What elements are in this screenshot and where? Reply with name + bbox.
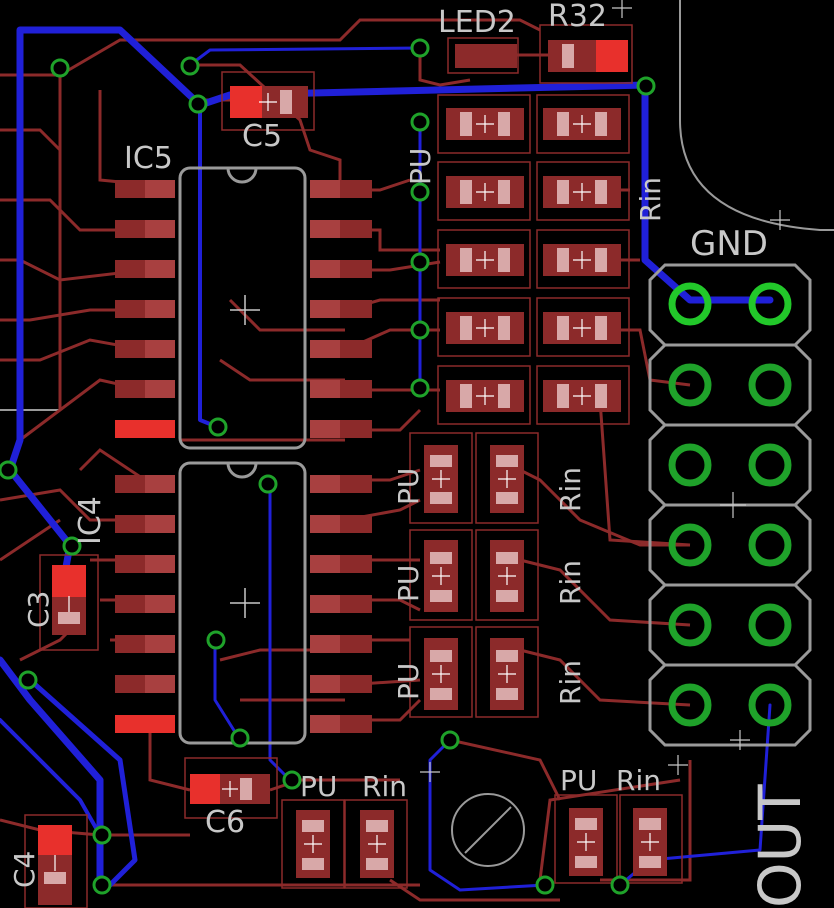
- label-c5: C5: [242, 119, 282, 154]
- capacitor-c3: [39, 554, 99, 651]
- capacitor-c6: [184, 757, 278, 819]
- label-pu-row3: PU: [392, 663, 425, 700]
- label-pu-row1: PU: [392, 468, 425, 505]
- label-pu-bottom-1: PU: [300, 770, 337, 803]
- label-pu-row2: PU: [392, 565, 425, 602]
- board-outline: [0, 0, 834, 411]
- label-rin-top: Rin: [634, 177, 667, 222]
- vias: [0, 38, 656, 895]
- label-rin-row3: Rin: [554, 660, 587, 705]
- label-rin-bottom-1: Rin: [362, 770, 407, 803]
- ic5-left-pins: [115, 180, 175, 438]
- label-c6: C6: [205, 805, 245, 840]
- label-c4: C4: [8, 851, 41, 888]
- label-pu-bottom-2: PU: [560, 764, 597, 797]
- ic4-package: [115, 461, 372, 745]
- capacitor-c5: [221, 71, 315, 131]
- label-pu-top: PU: [404, 148, 437, 185]
- capacitor-c4: [24, 814, 88, 908]
- label-rin-row2: Rin: [554, 560, 587, 605]
- header-pads: [668, 282, 792, 727]
- silkscreen-labels: IC5 C5 LED2 R32 GND C6 PU Rin PU Rin PU …: [8, 0, 814, 908]
- label-ic4: IC4: [73, 496, 108, 545]
- ic5-package: [115, 166, 372, 450]
- label-c3: C3: [22, 591, 55, 628]
- label-rin-bottom-2: Rin: [616, 764, 661, 797]
- resistor-array-vertical: [281, 432, 683, 889]
- label-led2: LED2: [438, 5, 516, 40]
- label-out: OUT: [746, 784, 814, 908]
- label-rin-row1: Rin: [554, 467, 587, 512]
- ic4-right-pins: [310, 475, 372, 733]
- resistor-array-horizontal: [437, 24, 633, 425]
- label-gnd: GND: [690, 224, 768, 264]
- label-r32: R32: [548, 0, 607, 34]
- label-ic5: IC5: [124, 141, 173, 176]
- ic4-left-pins: [115, 475, 175, 733]
- pin-header: [648, 263, 812, 747]
- test-point-circle: [451, 793, 525, 867]
- origin-marks: [420, 0, 790, 782]
- ic5-right-pins: [310, 180, 372, 438]
